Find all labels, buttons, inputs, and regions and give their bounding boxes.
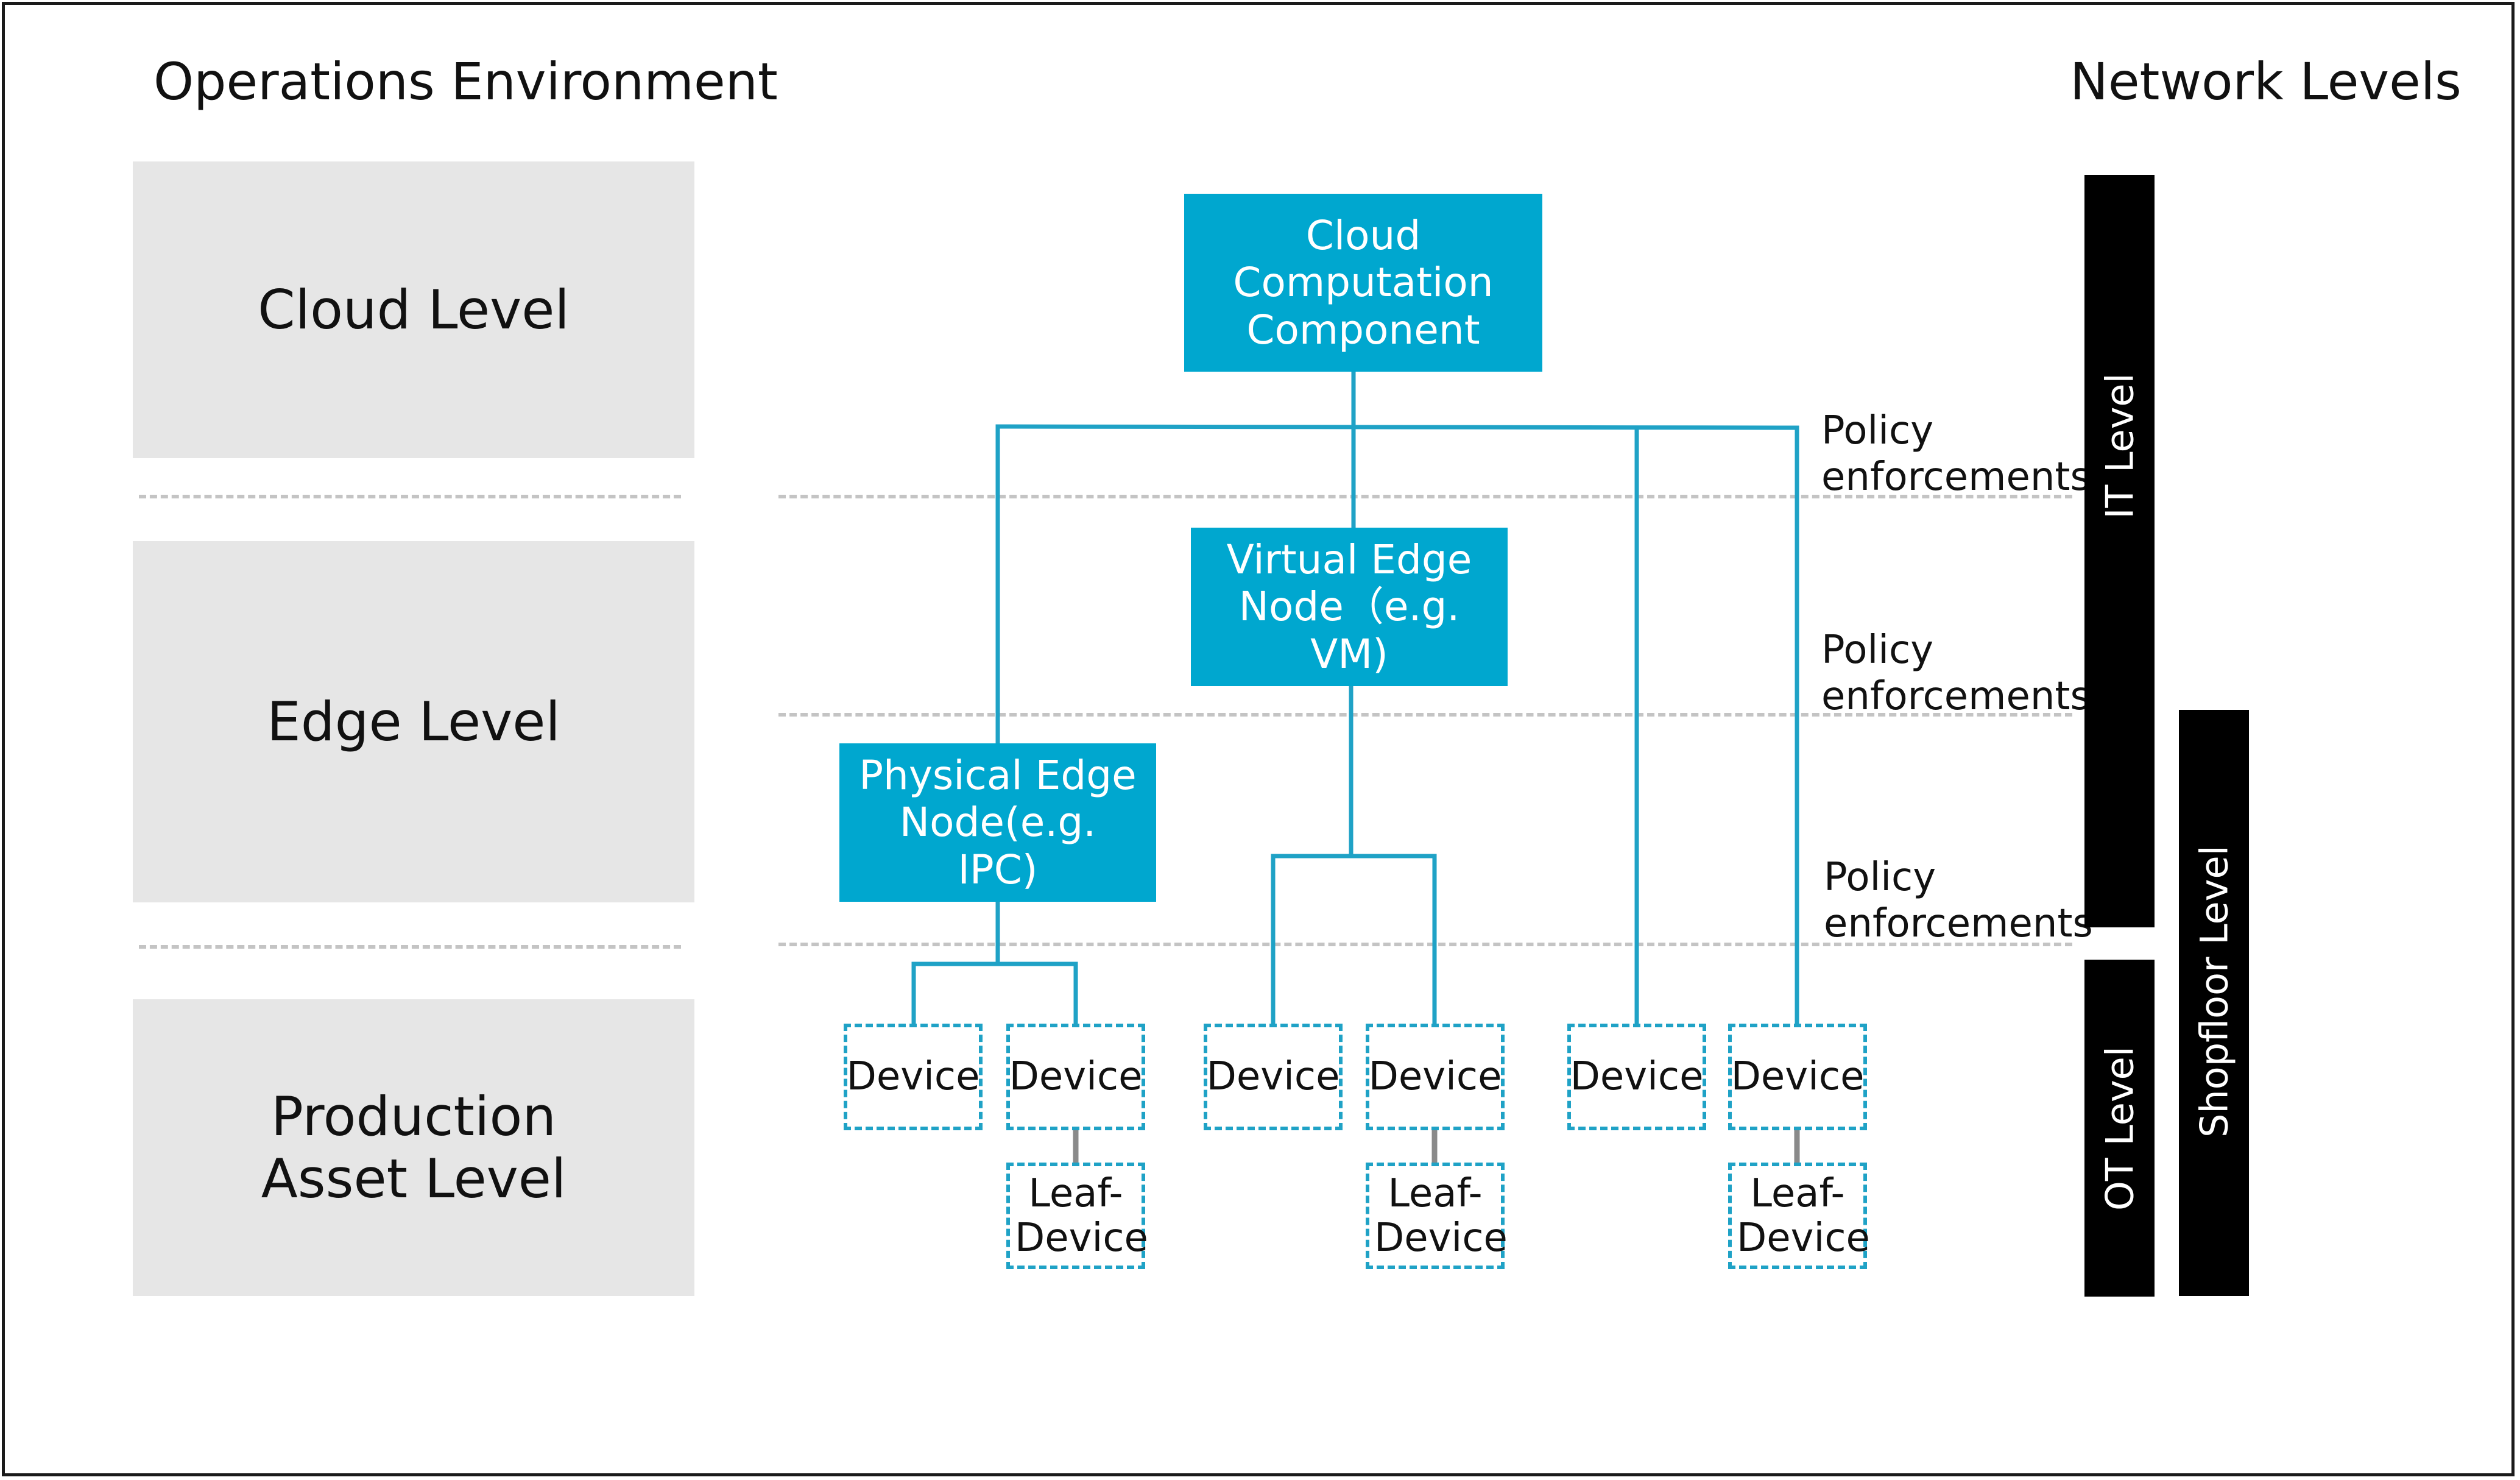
leaf-device-2: Leaf-Device — [1366, 1163, 1508, 1269]
device-3: Device — [1204, 1024, 1343, 1130]
device-6-label: Device — [1731, 1054, 1865, 1100]
cloud-level-label: Cloud Level — [258, 278, 570, 341]
edge-level-box: Edge Level — [133, 541, 694, 902]
cloud-computation-node: Cloud Computation Component — [1184, 194, 1542, 372]
leaf-device-2-label: Leaf-Device — [1374, 1170, 1508, 1261]
virtual-edge-node-label: Virtual Edge Node（e.g. VM) — [1226, 536, 1472, 678]
device-2-label: Device — [1009, 1054, 1143, 1100]
physical-edge-node-label: Physical Edge Node(e.g. IPC) — [859, 752, 1137, 893]
physical-edge-node: Physical Edge Node(e.g. IPC) — [839, 743, 1156, 902]
policy-label-3: Policy enforcements — [1824, 855, 2093, 946]
virtual-edge-node: Virtual Edge Node（e.g. VM) — [1191, 528, 1508, 686]
leaf-device-1-label: Leaf-Device — [1015, 1170, 1148, 1261]
cloud-computation-node-label: Cloud Computation Component — [1233, 212, 1494, 353]
policy-divider-3 — [778, 943, 2072, 946]
device-4-label: Device — [1368, 1054, 1502, 1100]
it-level-label: IT Level — [2097, 372, 2142, 519]
policy-divider-1 — [778, 495, 2072, 498]
operations-environment-heading: Operations Environment — [154, 52, 778, 112]
device-3-label: Device — [1206, 1054, 1340, 1100]
it-level-bar: IT Level — [2084, 175, 2155, 927]
production-asset-level-label: Production Asset Level — [261, 1085, 566, 1210]
network-levels-heading: Network Levels — [2070, 52, 2462, 112]
ot-level-label: OT Level — [2097, 1046, 2142, 1211]
device-5: Device — [1567, 1024, 1706, 1130]
device-2: Device — [1006, 1024, 1145, 1130]
policy-label-1: Policy enforcements — [1821, 408, 2091, 500]
level-divider-left-upper — [139, 495, 681, 498]
ot-level-bar: OT Level — [2084, 960, 2155, 1297]
device-5-label: Device — [1570, 1054, 1704, 1100]
shopfloor-level-bar: Shopfloor Level — [2179, 710, 2249, 1296]
device-1-label: Device — [846, 1054, 980, 1100]
device-6: Device — [1728, 1024, 1867, 1130]
cloud-distribution-line — [995, 424, 1799, 1025]
device-1: Device — [844, 1024, 983, 1130]
device-4: Device — [1366, 1024, 1505, 1130]
policy-label-2: Policy enforcements — [1821, 628, 2091, 719]
virtual-edge-branch-line — [1271, 854, 1437, 1025]
shopfloor-level-label: Shopfloor Level — [2192, 844, 2236, 1138]
leaf-device-3: Leaf-Device — [1728, 1163, 1870, 1269]
physical-edge-branch-line — [911, 961, 1078, 1025]
production-asset-level-box: Production Asset Level — [133, 999, 694, 1296]
edge-level-label: Edge Level — [267, 690, 560, 753]
policy-divider-2 — [778, 713, 2072, 717]
leaf-device-3-label: Leaf-Device — [1737, 1170, 1870, 1261]
leaf-device-1: Leaf-Device — [1006, 1163, 1148, 1269]
cloud-level-box: Cloud Level — [133, 161, 694, 458]
level-divider-left-lower — [139, 945, 681, 949]
